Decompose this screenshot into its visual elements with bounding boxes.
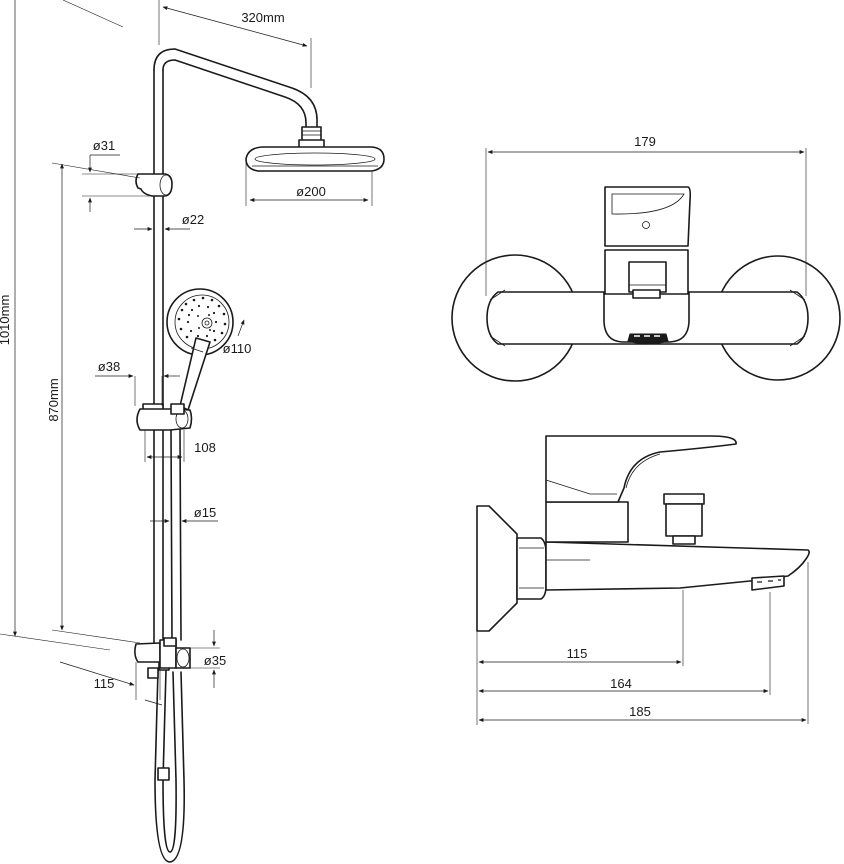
dim-mixer-depth (476, 562, 809, 725)
label-mixer-to-outlet: 115 (567, 646, 588, 661)
label-slide-bar-height: 870mm (46, 378, 61, 421)
slider (136, 403, 193, 431)
label-bottom-depth: 115 (94, 676, 115, 691)
dim-110 (237, 319, 245, 337)
label-overall-height: 1010mm (0, 295, 12, 346)
dim-870 (51, 162, 141, 644)
shower-column-drawing (0, 0, 385, 863)
label-mixer-to-aerator: 164 (610, 676, 632, 691)
label-bottom-bracket-diameter: ø35 (204, 653, 226, 668)
dim-31 (82, 154, 150, 212)
label-slider-diameter: ø38 (98, 359, 120, 374)
dim-179 (485, 148, 807, 296)
mixer-side-view (476, 435, 810, 632)
label-top-holder-diameter: ø31 (93, 138, 115, 153)
label-hose-diameter: ø15 (194, 505, 216, 520)
bottom-bracket (134, 637, 191, 669)
label-mixer-overall-depth: 185 (629, 704, 651, 719)
dim-115-bottom (59, 661, 163, 706)
label-slider-projection: 108 (194, 440, 216, 455)
mixer-front-view (451, 186, 841, 382)
dim-200 (245, 160, 373, 206)
dim-320 (62, 0, 312, 88)
label-hand-shower-diameter: ø110 (223, 341, 252, 356)
label-rain-arm-projection: 320mm (241, 10, 284, 25)
dim-1010 (0, 0, 111, 651)
dim-35 (190, 630, 220, 688)
hand-shower (166, 288, 234, 411)
label-mixer-width: 179 (634, 134, 656, 149)
label-rail-diameter: ø22 (182, 212, 204, 227)
dim-38 (95, 374, 180, 406)
dim-108 (144, 430, 185, 462)
label-head-diameter: ø200 (296, 184, 326, 199)
